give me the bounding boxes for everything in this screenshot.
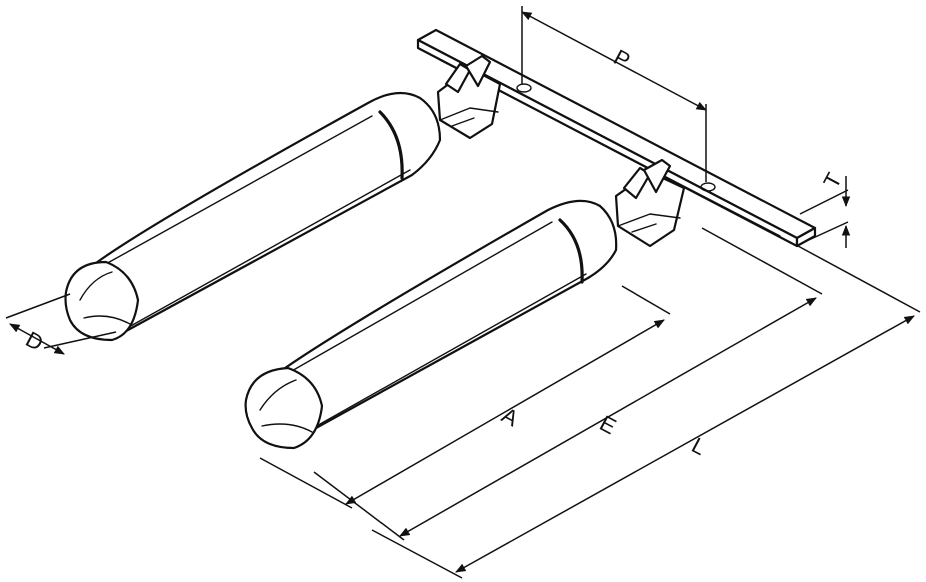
terminal-1	[64, 54, 502, 342]
dimension-l-label: L	[688, 432, 711, 460]
dimension-thickness-label: T	[818, 169, 846, 193]
dimension-diameter-label: D	[22, 326, 48, 356]
dimension-a-label: A	[498, 402, 523, 431]
carrier-strip	[416, 28, 817, 248]
terminal-2-band	[558, 218, 584, 284]
dimension-pitch-label: P	[610, 44, 635, 73]
dimension-e-label: E	[596, 410, 621, 439]
dimension-l: L	[371, 245, 921, 579]
pilot-hole-2	[700, 182, 716, 192]
terminal-1-band	[378, 110, 404, 180]
